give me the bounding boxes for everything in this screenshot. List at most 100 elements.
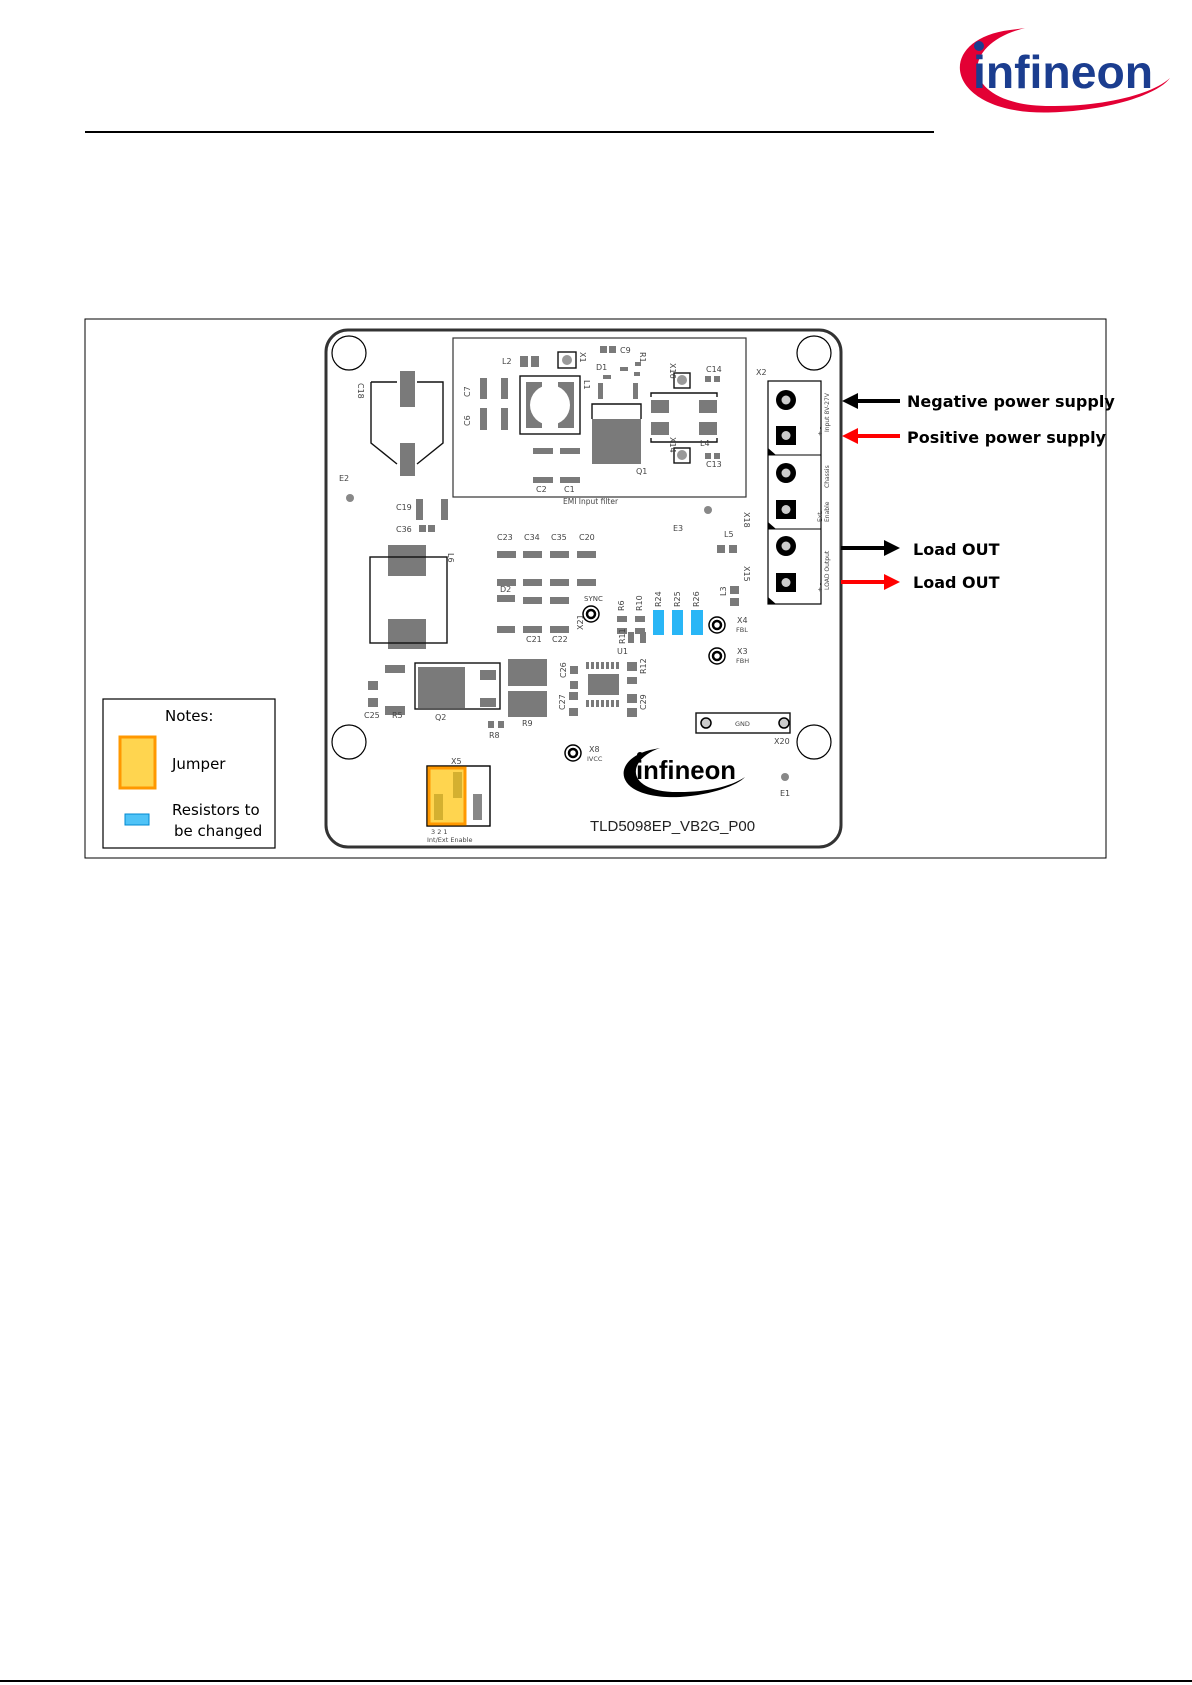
component-pad — [550, 551, 569, 558]
component-pad — [633, 383, 638, 399]
component-label-l1: L1 — [582, 380, 591, 390]
component-pad — [428, 525, 435, 532]
terminal-block-outline — [767, 380, 822, 605]
x16-outline — [673, 372, 691, 389]
component-label-c14: C14 — [706, 365, 722, 374]
component-pad — [523, 551, 542, 558]
infineon-logo: infineon — [959, 28, 1170, 113]
l1-outline — [519, 375, 581, 435]
ic-pin — [616, 662, 619, 669]
component-label-x4: X4 — [737, 616, 748, 625]
component-pad — [705, 453, 711, 459]
component-pad — [699, 422, 717, 435]
component-pad — [498, 721, 504, 728]
component-label-c26: C26 — [559, 662, 568, 678]
component-label-ivcc: IVCC — [587, 755, 603, 763]
component-pad — [497, 551, 516, 558]
component-label-e1: E1 — [780, 789, 790, 798]
x5-pad — [434, 794, 443, 820]
component-label-x3: X3 — [737, 647, 748, 656]
test-pad-e3 — [704, 506, 712, 514]
component-pad — [560, 448, 580, 454]
notes-legend: Notes: Jumper Resistors to be changed — [102, 698, 276, 849]
component-pad — [628, 632, 634, 643]
ic-pin — [606, 662, 609, 669]
component-label-c7: C7 — [463, 386, 472, 397]
ic-pin — [601, 700, 604, 707]
q1-outline — [591, 403, 642, 419]
component-outlines — [369, 351, 791, 827]
ic-pin — [596, 700, 599, 707]
gnd-pin-icon — [700, 717, 712, 729]
x5-pad — [453, 772, 462, 798]
component-pad — [480, 378, 487, 399]
component-label-emi: EMI Input filter — [563, 497, 619, 506]
component-pad — [627, 708, 637, 717]
component-pad — [570, 681, 578, 689]
emi-filter-outline — [452, 337, 747, 498]
connector-label-input-polarity: + - — [817, 427, 824, 436]
connector-label-load-output: LOAD Output — [824, 550, 831, 590]
test-point-ring — [711, 619, 723, 631]
component-pad — [627, 694, 637, 703]
component-label-e3: E3 — [673, 524, 683, 533]
component-pad — [388, 545, 426, 576]
component-label-r9: R9 — [522, 719, 533, 728]
ic-pin — [601, 662, 604, 669]
x14-outline — [673, 447, 691, 464]
component-pad — [480, 670, 496, 680]
component-label-d1: D1 — [596, 363, 607, 372]
test-point-ring — [585, 608, 597, 620]
component-pad — [531, 356, 539, 367]
component-pad — [714, 376, 720, 382]
connector-label-enable: Enable — [824, 501, 831, 522]
ic-pin — [616, 700, 619, 707]
component-label-r25: R25 — [673, 591, 682, 607]
component-pad — [385, 706, 405, 715]
component-label-x5-name: Int/Ext Enable — [427, 836, 472, 844]
component-pad — [705, 376, 711, 382]
component-pad — [416, 499, 423, 520]
x1-outline — [557, 351, 577, 369]
component-label-l4: L4 — [700, 439, 710, 448]
component-pad — [419, 525, 426, 532]
component-pad — [569, 708, 578, 716]
component-label-r11: R11 — [618, 628, 627, 644]
terminal-blocks — [767, 380, 822, 605]
l1-core — [530, 385, 570, 425]
component-label-q1: Q1 — [636, 467, 647, 476]
component-label-x14: X14 — [668, 437, 677, 453]
mounting-hole — [331, 335, 367, 371]
component-label-x8: X8 — [589, 745, 600, 754]
component-label-x16: X16 — [668, 363, 677, 379]
x5-pad — [473, 794, 482, 820]
arrow-left-icon — [842, 428, 858, 444]
component-pad — [480, 698, 496, 707]
component-label-x18: X18 — [742, 512, 751, 528]
component-pad — [730, 598, 739, 606]
terminal-hole — [781, 541, 791, 551]
component-label-c36: C36 — [396, 525, 412, 534]
component-label-d2: D2 — [500, 585, 511, 594]
component-label-x21: X21 — [576, 614, 585, 630]
component-label-r24: R24 — [654, 591, 663, 607]
test-points — [562, 355, 790, 762]
component-pad — [714, 453, 720, 459]
component-label-r12: R12 — [639, 658, 648, 674]
component-label-x5: X5 — [451, 757, 462, 766]
ic-pin — [586, 662, 589, 669]
component-pad — [400, 371, 415, 407]
ic-pin — [606, 700, 609, 707]
connector-label-chassis: Chassis — [824, 465, 831, 488]
test-point-ring — [567, 747, 579, 759]
ic-pin — [611, 662, 614, 669]
component-label-c27: C27 — [558, 694, 567, 710]
component-pad — [620, 367, 628, 371]
ic-pin — [586, 700, 589, 707]
board-name: TLD5098EP_VB2G_P00 — [590, 818, 755, 835]
label-load-out-neg: Load OUT — [913, 540, 1000, 559]
connector-label-load-polarity: + - — [817, 583, 824, 592]
board-logo-text: infineon — [636, 755, 736, 785]
